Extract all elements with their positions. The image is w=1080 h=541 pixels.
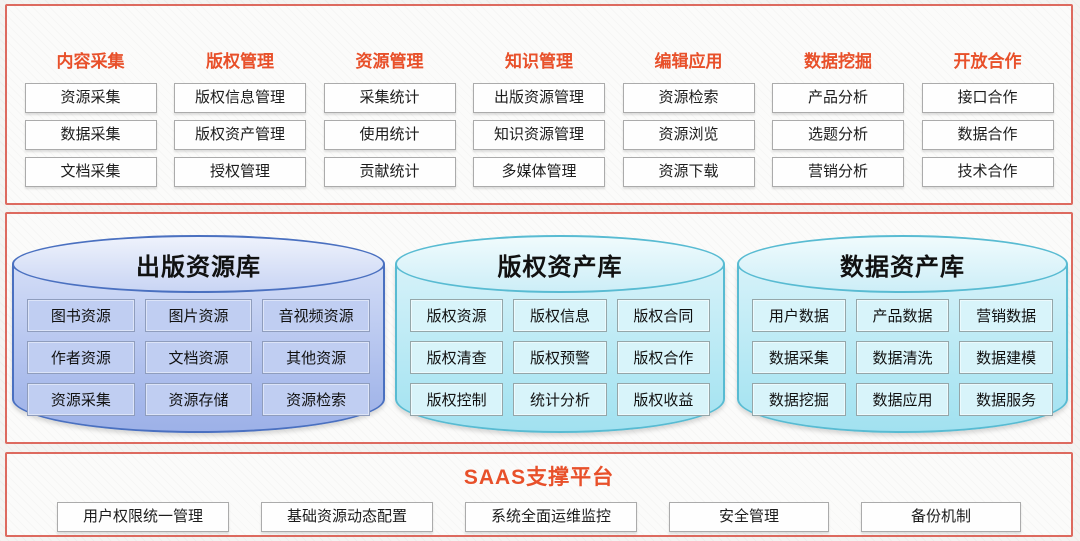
database-data-assets: 数据资产库 用户数据 产品数据 营销数据 数据采集 数据清洗 数据建模 数据挖掘… xyxy=(737,235,1068,433)
database-items-grid: 图书资源 图片资源 音视频资源 作者资源 文档资源 其他资源 资源采集 资源存储… xyxy=(27,299,370,416)
column-title: 开放合作 xyxy=(953,52,1022,71)
database-title: 出版资源库 xyxy=(136,253,261,281)
database-item: 版权控制 xyxy=(410,383,504,416)
column-title: 资源管理 xyxy=(355,52,424,71)
cylinder-top: 数据资产库 xyxy=(737,235,1068,293)
saas-item: 备份机制 xyxy=(861,502,1021,532)
database-item: 资源采集 xyxy=(27,383,135,416)
module-box: 资源下载 xyxy=(622,157,755,187)
database-item: 用户数据 xyxy=(752,299,846,332)
column-title: 编辑应用 xyxy=(654,52,723,71)
database-item: 作者资源 xyxy=(27,341,135,374)
database-item: 版权合同 xyxy=(616,299,710,332)
saas-item: 安全管理 xyxy=(669,502,829,532)
column-title: 知识管理 xyxy=(505,52,573,71)
module-box: 资源浏览 xyxy=(622,120,755,150)
module-column-content-collection: 内容采集 资源采集 数据采集 文档采集 xyxy=(24,50,157,187)
column-title: 数据挖掘 xyxy=(804,52,872,71)
database-item: 数据清洗 xyxy=(855,341,950,374)
module-box: 采集统计 xyxy=(323,83,456,113)
module-box: 营销分析 xyxy=(772,157,904,187)
business-modules-panel: 内容采集 资源采集 数据采集 文档采集 版权管理 版权信息管理 版权资产管理 授… xyxy=(5,4,1073,205)
module-box: 技术合作 xyxy=(921,157,1054,187)
module-column-copyright-management: 版权管理 版权信息管理 版权资产管理 授权管理 xyxy=(174,50,306,187)
saas-platform-title: SAAS支撑平台 xyxy=(463,466,615,489)
saas-item: 基础资源动态配置 xyxy=(261,502,433,532)
database-item: 数据采集 xyxy=(752,341,846,374)
module-box: 出版资源管理 xyxy=(473,83,605,113)
saas-item: 系统全面运维监控 xyxy=(465,502,637,532)
database-item: 数据挖掘 xyxy=(752,383,846,416)
saas-platform-panel: SAAS支撑平台 用户权限统一管理 基础资源动态配置 系统全面运维监控 安全管理… xyxy=(5,452,1073,537)
module-box: 使用统计 xyxy=(323,120,456,150)
database-item: 数据建模 xyxy=(959,341,1053,374)
database-item: 营销数据 xyxy=(959,299,1053,332)
cylinder-top: 出版资源库 xyxy=(12,235,385,293)
module-box: 选题分析 xyxy=(772,120,904,150)
module-box: 多媒体管理 xyxy=(473,157,605,187)
database-item: 图片资源 xyxy=(144,299,253,332)
database-item: 数据服务 xyxy=(959,383,1053,416)
database-copyright-assets: 版权资产库 版权资源 版权信息 版权合同 版权清查 版权预警 版权合作 版权控制… xyxy=(395,235,725,433)
database-item: 版权信息 xyxy=(513,299,607,332)
module-column-knowledge-management: 知识管理 出版资源管理 知识资源管理 多媒体管理 xyxy=(473,50,605,187)
column-title: 版权管理 xyxy=(206,52,274,71)
database-items-grid: 用户数据 产品数据 营销数据 数据采集 数据清洗 数据建模 数据挖掘 数据应用 … xyxy=(752,299,1053,416)
database-item: 其他资源 xyxy=(262,341,370,374)
saas-item: 用户权限统一管理 xyxy=(57,502,229,532)
module-box: 知识资源管理 xyxy=(473,120,605,150)
database-item: 资源检索 xyxy=(262,383,370,416)
module-box: 接口合作 xyxy=(921,83,1054,113)
module-box: 版权资产管理 xyxy=(174,120,306,150)
module-box: 数据采集 xyxy=(24,120,157,150)
database-items-grid: 版权资源 版权信息 版权合同 版权清查 版权预警 版权合作 版权控制 统计分析 … xyxy=(410,299,710,416)
database-item: 音视频资源 xyxy=(262,299,370,332)
database-item: 图书资源 xyxy=(27,299,135,332)
data-repositories-panel: 出版资源库 图书资源 图片资源 音视频资源 作者资源 文档资源 其他资源 资源采… xyxy=(5,212,1073,444)
module-box: 资源检索 xyxy=(622,83,755,113)
module-box: 版权信息管理 xyxy=(174,83,306,113)
database-title: 数据资产库 xyxy=(840,253,965,281)
database-item: 版权资源 xyxy=(410,299,504,332)
module-column-editing-application: 编辑应用 资源检索 资源浏览 资源下载 xyxy=(622,50,755,187)
database-title: 版权资产库 xyxy=(497,253,623,281)
database-item: 资源存储 xyxy=(144,383,253,416)
database-item: 版权预警 xyxy=(513,341,607,374)
column-title: 内容采集 xyxy=(56,52,125,71)
saas-items-row: 用户权限统一管理 基础资源动态配置 系统全面运维监控 安全管理 备份机制 xyxy=(7,502,1071,532)
database-item: 产品数据 xyxy=(855,299,950,332)
database-item: 数据应用 xyxy=(855,383,950,416)
module-box: 资源采集 xyxy=(24,83,157,113)
module-column-data-mining: 数据挖掘 产品分析 选题分析 营销分析 xyxy=(772,50,904,187)
database-item: 版权合作 xyxy=(616,341,710,374)
module-column-resource-management: 资源管理 采集统计 使用统计 贡献统计 xyxy=(323,50,456,187)
cylinder-top: 版权资产库 xyxy=(395,235,725,293)
database-publishing-resources: 出版资源库 图书资源 图片资源 音视频资源 作者资源 文档资源 其他资源 资源采… xyxy=(12,235,385,433)
module-column-open-cooperation: 开放合作 接口合作 数据合作 技术合作 xyxy=(921,50,1054,187)
module-box: 贡献统计 xyxy=(323,157,456,187)
module-box: 数据合作 xyxy=(921,120,1054,150)
module-box: 授权管理 xyxy=(174,157,306,187)
module-box: 产品分析 xyxy=(772,83,904,113)
module-box: 文档采集 xyxy=(24,157,157,187)
database-item: 版权收益 xyxy=(616,383,710,416)
database-item: 文档资源 xyxy=(144,341,253,374)
database-item: 统计分析 xyxy=(513,383,607,416)
database-item: 版权清查 xyxy=(410,341,504,374)
